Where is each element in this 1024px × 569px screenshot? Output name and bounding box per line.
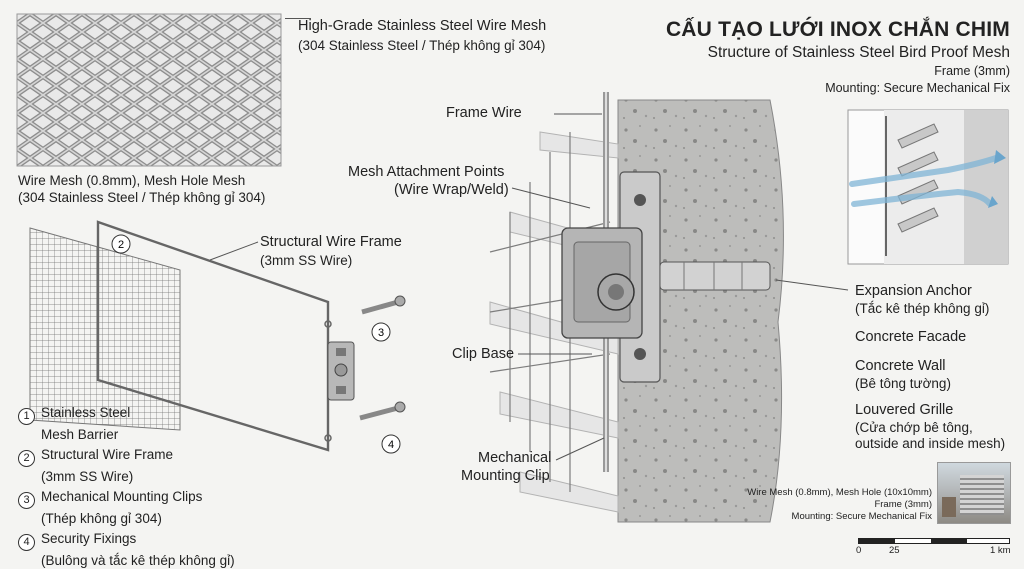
mech-clip-label-1: Mechanical (478, 450, 552, 466)
legend-sub: (Bulông và tắc kê thép không gỉ) (41, 553, 235, 568)
legend-label: Structural Wire Frame (41, 447, 174, 462)
mesh-panel (29, 227, 181, 431)
frame-label: Structural Wire Frame (260, 234, 402, 250)
legend-sub: (Thép không gỉ 304) (41, 511, 162, 526)
frame-sublabel: (3mm SS Wire) (260, 253, 353, 268)
legend-item: 3 Mechanical Mounting Clips (18, 488, 235, 509)
grille-sublabel-2: outside and inside mesh) (855, 436, 1006, 451)
legend-number: 1 (18, 408, 35, 425)
legend-item: 4 Security Fixings (18, 530, 235, 551)
bolt-upper (361, 295, 406, 315)
legend-label: Stainless Steel (41, 405, 131, 420)
marker-4: 4 (388, 439, 394, 451)
legend-label: Mechanical Mounting Clips (41, 489, 203, 504)
section-view-diagram (489, 92, 849, 523)
header-frame-note: Frame (3mm) (934, 64, 1010, 78)
expansion-anchor (659, 261, 771, 291)
airflow-inset-diagram (847, 109, 1009, 265)
mesh-bottom-sublabel: (304 Stainless Steel / Thép không gỉ 304… (18, 190, 266, 205)
leader-line (285, 18, 311, 19)
header-mount-note: Mounting: Secure Mechanical Fix (825, 81, 1010, 95)
legend-sub: (3mm SS Wire) (41, 469, 134, 484)
grille-label: Louvered Grille (855, 402, 954, 418)
legend-number: 4 (18, 534, 35, 551)
mech-clip-label-2: Mounting Clip (461, 468, 550, 484)
legend-label: Security Fixings (41, 531, 137, 546)
spec-line-3: Mounting: Secure Mechanical Fix (791, 511, 932, 522)
clip-base-label: Clip Base (452, 346, 515, 362)
mesh-bottom-label: Wire Mesh (0.8mm), Mesh Hole Mesh (18, 173, 246, 188)
attach-label: Mesh Attachment Points (348, 164, 505, 180)
facade-label: Concrete Facade (855, 329, 967, 345)
grille-sublabel-1: (Cửa chớp bê tông, (855, 420, 973, 435)
mesh-wires (489, 132, 611, 492)
page-subtitle: Structure of Stainless Steel Bird Proof … (707, 44, 1010, 61)
airflow-arrows (849, 155, 999, 207)
mesh-top-sublabel: (304 Stainless Steel / Thép không gỉ 304… (298, 38, 546, 53)
exploded-view-diagram: 2 3 4 (29, 220, 406, 454)
anchor-label: Expansion Anchor (855, 283, 972, 299)
scale-0: 0 (856, 545, 862, 556)
mesh-sample-image (16, 13, 282, 167)
marker-2: 2 (118, 239, 124, 251)
mounting-clip (327, 341, 355, 401)
frame-wire-label: Frame Wire (446, 105, 522, 121)
spec-line-2: Frame (3mm) (874, 499, 932, 510)
spec-line-1: Wire Mesh (0.8mm), Mesh Hole (10x10mm) (747, 487, 932, 498)
scale-bar (858, 538, 1010, 544)
page-title: CẤU TẠO LƯỚI INOX CHẮN CHIM (665, 18, 1010, 41)
legend-sub: Mesh Barrier (41, 427, 119, 442)
bolt-lower (359, 401, 406, 421)
legend-number: 2 (18, 450, 35, 467)
building-photo-thumbnail (937, 462, 1011, 524)
legend-item: 1 Stainless Steel (18, 404, 235, 425)
marker-3: 3 (378, 327, 384, 339)
mesh-top-label: High-Grade Stainless Steel Wire Mesh (298, 18, 547, 34)
component-legend: 1 Stainless Steel Mesh Barrier 2 Structura… (18, 404, 235, 569)
legend-item: 2 Structural Wire Frame (18, 446, 235, 467)
scale-25: 25 (889, 545, 900, 556)
anchor-sublabel: (Tắc kê thép không gỉ) (855, 301, 990, 316)
wall-sublabel: (Bê tông tường) (855, 376, 951, 391)
attach-sublabel: (Wire Wrap/Weld) (394, 182, 509, 198)
legend-number: 3 (18, 492, 35, 509)
wall-label: Concrete Wall (855, 358, 946, 374)
wire-frame (96, 220, 330, 452)
scale-1km: 1 km (990, 545, 1011, 556)
